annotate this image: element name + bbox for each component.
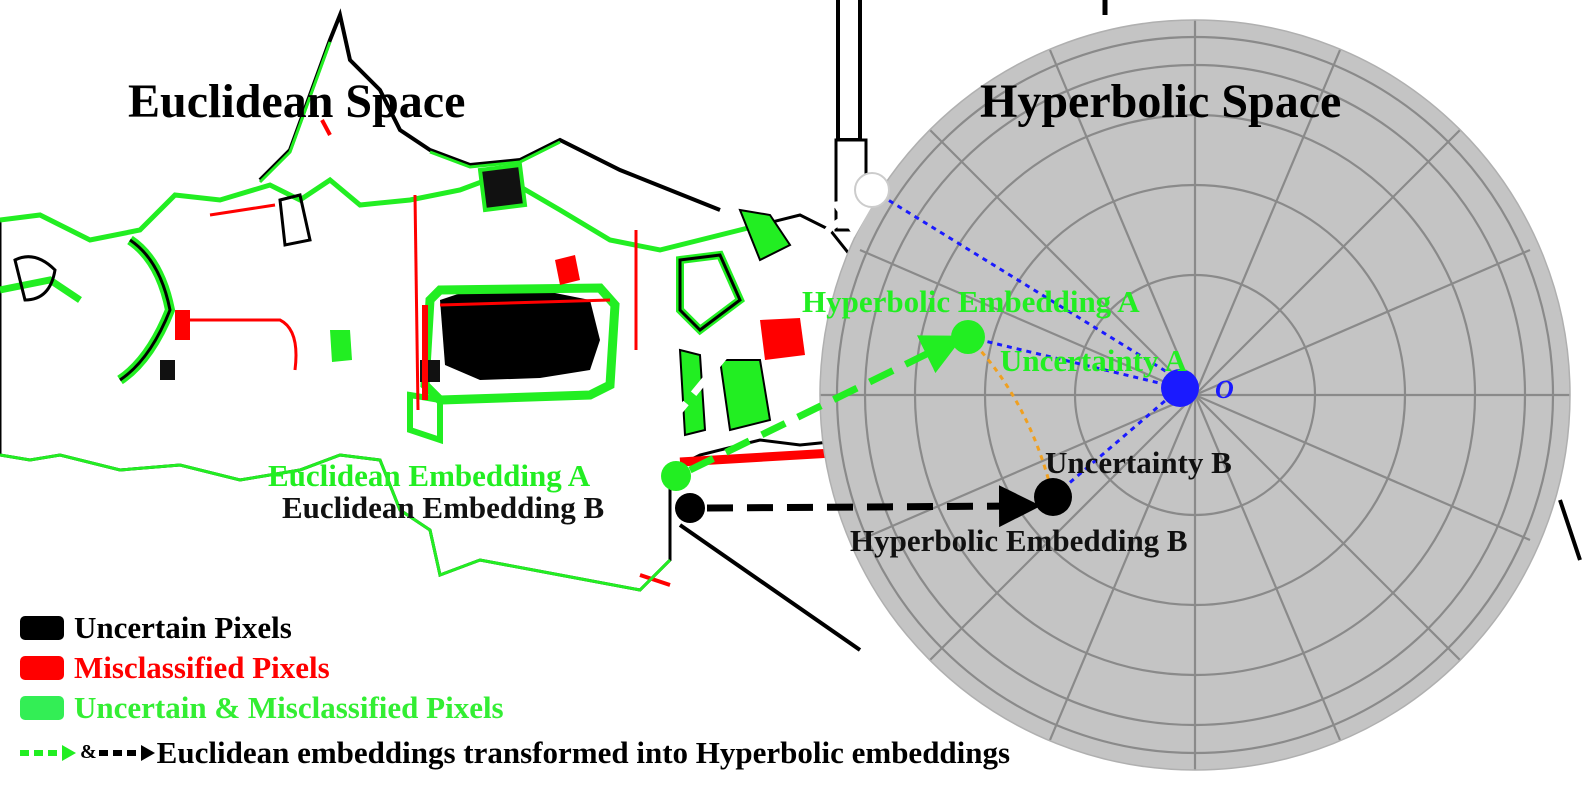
hyperbolic-embedding-a-label: Hyperbolic Embedding A — [802, 284, 1140, 319]
hyperbolic-embedding-b-label: Hyperbolic Embedding B — [850, 523, 1188, 558]
legend-arrows: & Euclidean embeddings transformed into … — [20, 737, 1010, 768]
segmentation-map — [0, 0, 1582, 652]
legend-uncertain-misclassified: Uncertain & Misclassified Pixels — [20, 692, 504, 723]
hyperbolic-embedding-b-node — [1034, 478, 1072, 516]
euclidean-space-title: Euclidean Space — [128, 75, 466, 128]
legend-swatch-red — [20, 655, 64, 680]
legend-ampersand: & — [80, 741, 97, 763]
embedding-nodes — [661, 172, 1199, 523]
euclidean-embedding-a-node — [661, 461, 691, 491]
legend-label: Misclassified Pixels — [74, 650, 330, 685]
legend-label: Uncertain Pixels — [74, 610, 292, 645]
legend-swatch-black — [20, 615, 64, 640]
legend-label: Uncertain & Misclassified Pixels — [74, 690, 504, 725]
euclidean-embedding-b-node — [675, 493, 705, 523]
hyperbolic-embedding-a-node — [951, 320, 985, 354]
euclidean-embedding-a-label: Euclidean Embedding A — [268, 458, 591, 493]
legend-misclassified: Misclassified Pixels — [20, 652, 330, 683]
legend-uncertain: Uncertain Pixels — [20, 612, 292, 643]
legend-swatch-green — [20, 695, 64, 720]
origin-label: O — [1215, 375, 1234, 404]
white-embedding-node — [854, 172, 890, 208]
legend-arrow-text: Euclidean embeddings transformed into Hy… — [156, 735, 1011, 770]
black-dashed-arrow-icon — [98, 744, 155, 761]
green-dashed-arrow-icon — [20, 744, 76, 761]
uncertainty-a-label: Uncertainty A — [1000, 343, 1187, 378]
connectors — [669, 188, 1181, 528]
hyperbolic-space-title: Hyperbolic Space — [980, 75, 1342, 128]
euclidean-embedding-b-label: Euclidean Embedding B — [282, 490, 605, 525]
origin-node — [1161, 369, 1199, 407]
uncertainty-b-label: Uncertainty B — [1045, 445, 1232, 480]
